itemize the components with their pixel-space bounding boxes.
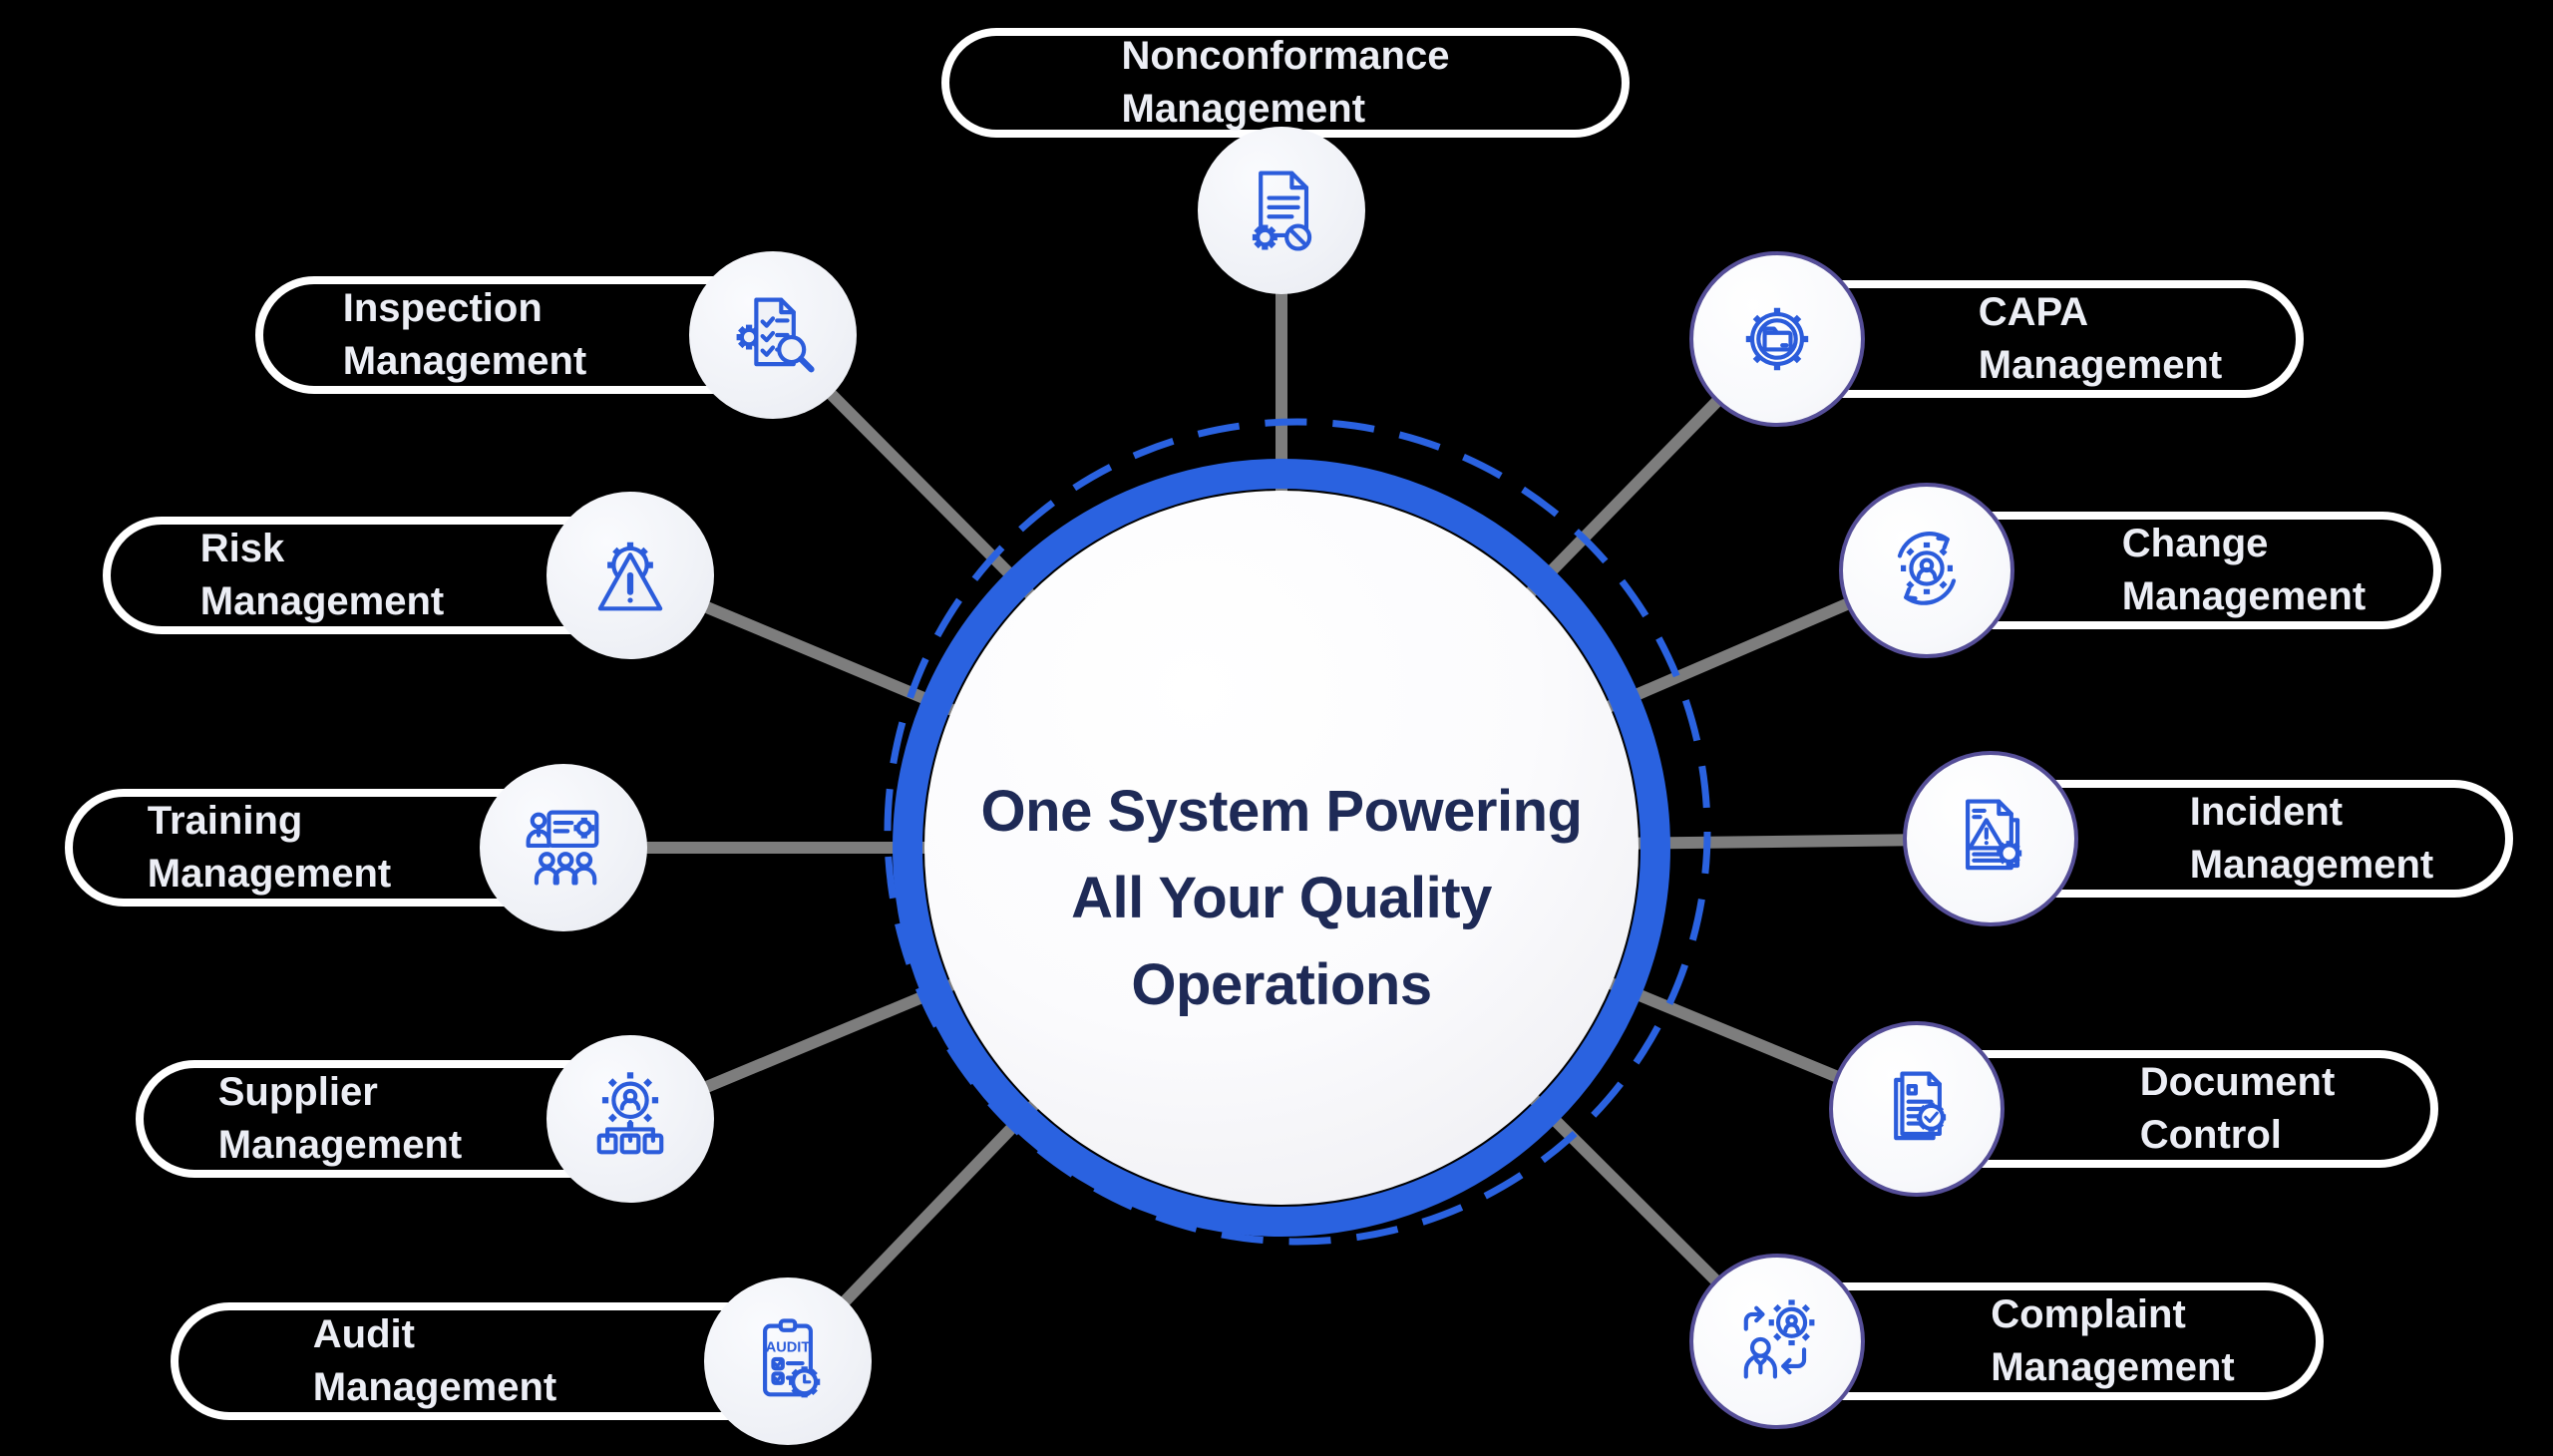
- documents-check-icon: [1894, 1071, 1947, 1141]
- capa-icon-circle: [1689, 251, 1865, 427]
- hub-title: One System Powering All Your Quality Ope…: [980, 778, 1583, 1017]
- gear-person-cycle-icon: [1897, 532, 1957, 605]
- hub-circle: One System Powering All Your Quality Ope…: [924, 491, 1639, 1205]
- change-icon-circle: [1839, 483, 2014, 658]
- supplier-icon-circle: [547, 1035, 714, 1203]
- complaint-handling-icon: [1743, 1299, 1815, 1379]
- risk-icon-circle: [547, 492, 714, 659]
- svg-text:AUDIT: AUDIT: [766, 1340, 811, 1356]
- trainer-presentation-icon: [526, 810, 599, 886]
- document-gear-prohibited-icon: [1252, 171, 1312, 251]
- supplier-network-icon: [596, 1072, 664, 1155]
- complaint-icon-circle: [1689, 1254, 1865, 1429]
- audit-clipboard-clock-icon: AUDIT: [763, 1318, 821, 1398]
- nonconformance-icon-circle: [1198, 127, 1365, 294]
- inspection-icon-circle: [689, 251, 857, 419]
- hub-dashed-ring: [884, 418, 1711, 1246]
- document-control-icon-circle: [1829, 1021, 2005, 1197]
- incident-report-icon: [1966, 799, 2022, 871]
- incident-icon-circle: [1903, 751, 2078, 926]
- warning-gear-icon: [597, 542, 663, 611]
- training-icon-circle: [480, 764, 647, 931]
- audit-icon-circle: AUDIT: [704, 1277, 872, 1445]
- gear-folder-icon: [1745, 307, 1809, 371]
- checklist-magnifier-icon: [736, 297, 815, 373]
